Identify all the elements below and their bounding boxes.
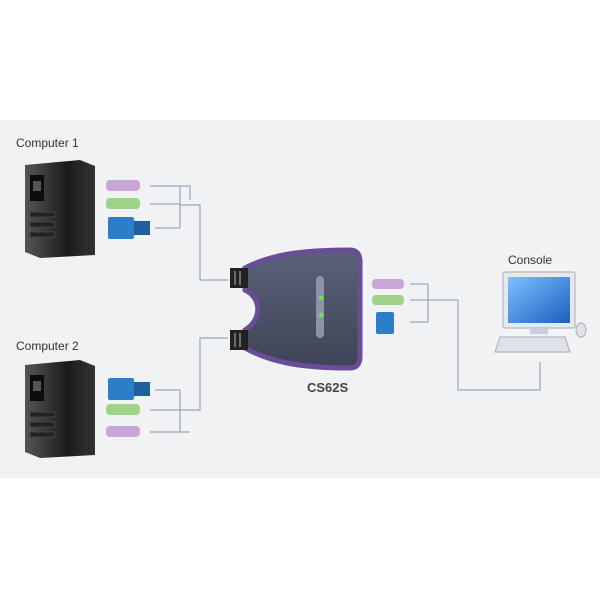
cable-computer2 <box>150 337 228 433</box>
device-model-label: CS62S <box>307 380 349 395</box>
computer2-tower-icon <box>25 360 95 458</box>
console-keyboard-icon <box>494 336 571 353</box>
computer1-label: Computer 1 <box>16 136 79 150</box>
kvm-switch-icon <box>230 247 363 371</box>
computer2-connectors-icon <box>106 378 150 437</box>
console-label: Console <box>508 253 553 267</box>
cable-console <box>410 283 541 391</box>
console-connectors-icon <box>372 279 404 334</box>
computer1-connectors-icon <box>106 180 150 239</box>
cables <box>150 185 541 433</box>
led-port2-icon <box>318 312 324 318</box>
console-mouse-icon <box>575 322 587 338</box>
led-port1-icon <box>318 295 324 301</box>
computer2-label: Computer 2 <box>16 339 79 353</box>
cable-computer1 <box>150 185 228 281</box>
console-monitor-icon <box>502 271 576 334</box>
computer1-tower-icon <box>25 160 95 258</box>
